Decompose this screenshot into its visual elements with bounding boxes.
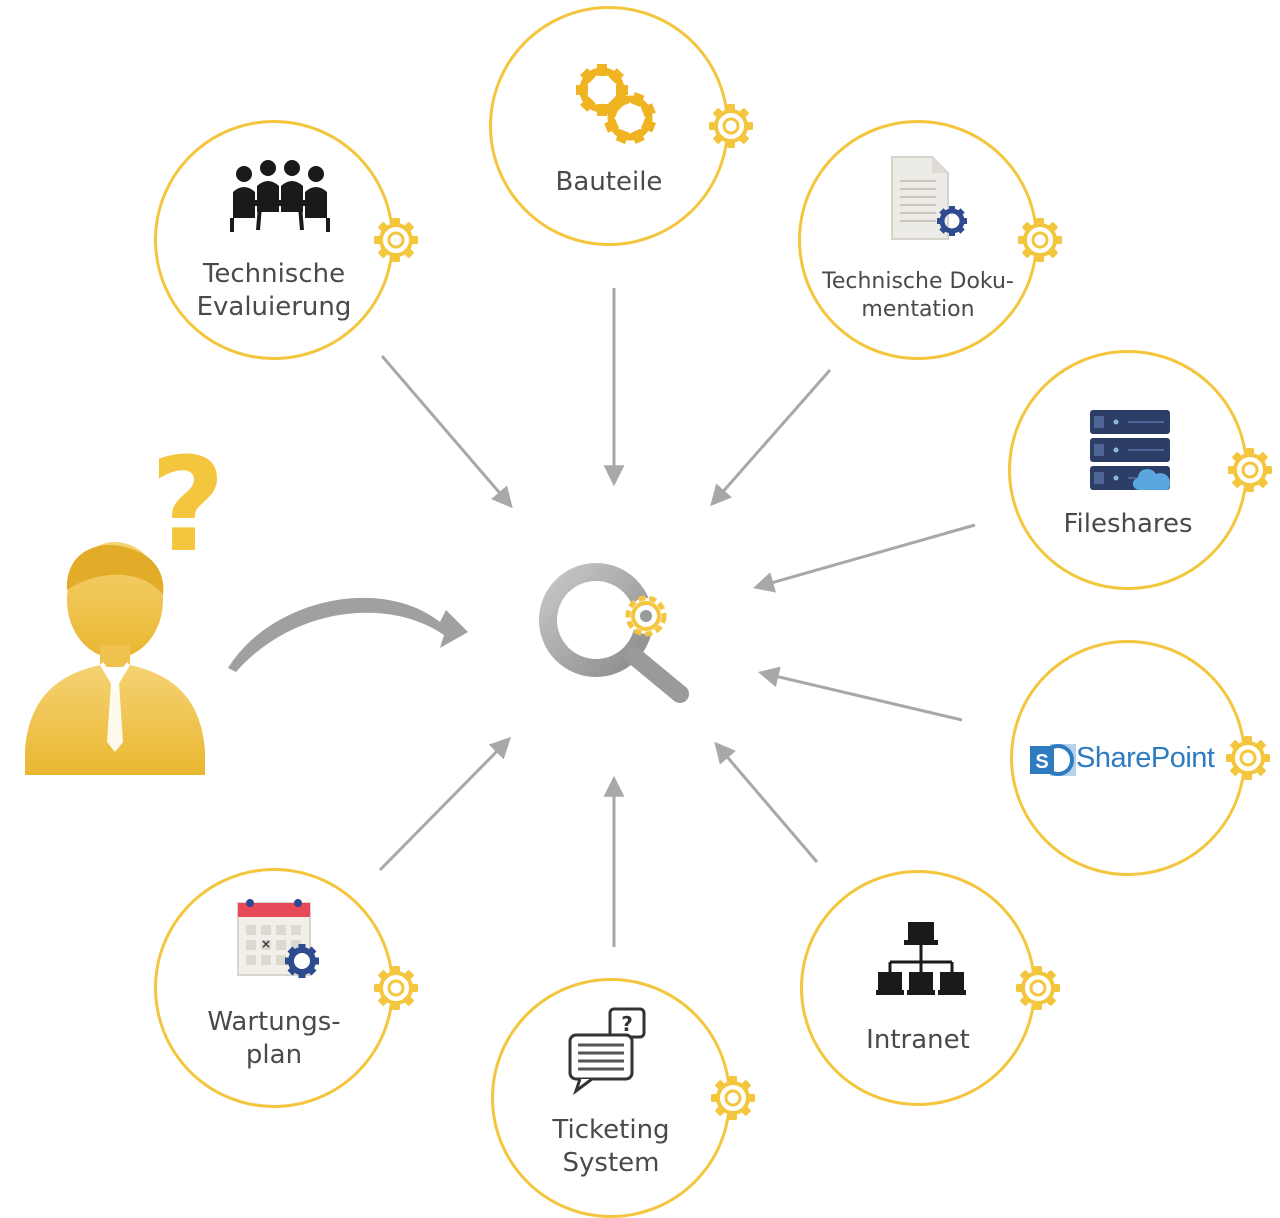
svg-text:S: S xyxy=(1035,751,1048,773)
source-node-technische-evaluierung xyxy=(154,120,394,360)
source-label: SharePoint xyxy=(1076,742,1215,774)
user-arrow xyxy=(228,597,468,672)
gear-icon xyxy=(374,966,418,1010)
source-label: Fileshares xyxy=(1063,509,1193,539)
arrow-intranet xyxy=(714,741,819,863)
gear-icon xyxy=(711,1076,755,1120)
arrow-technische-dokumentation xyxy=(710,369,832,507)
gear-icon xyxy=(1228,448,1272,492)
source-node-sharepoint xyxy=(1010,640,1246,876)
arrow-wartungsplan xyxy=(378,737,511,872)
source-label: Intranet xyxy=(866,1025,970,1055)
gear-icon xyxy=(1018,218,1062,262)
magnifier-gear-icon xyxy=(539,563,689,703)
gear-icon xyxy=(709,104,753,148)
source-label: Technische Evaluierung xyxy=(196,259,352,322)
source-label: Bauteile xyxy=(555,167,663,197)
source-label: Wartungs- plan xyxy=(207,1007,341,1070)
document-gear-icon xyxy=(888,155,978,249)
gears-icon xyxy=(572,60,662,154)
source-label: Technische Doku- mentation xyxy=(822,269,1014,322)
svg-text:×: × xyxy=(261,937,271,951)
source-label: Ticketing System xyxy=(552,1115,670,1178)
chat-ticket-icon: ? xyxy=(566,1005,656,1099)
arrow-sharepoint xyxy=(757,666,963,722)
meeting-people-icon xyxy=(230,156,330,240)
questioning-person-icon xyxy=(25,542,205,775)
server-cloud-icon xyxy=(1088,406,1178,500)
gear-icon xyxy=(1226,736,1270,780)
gear-icon xyxy=(374,218,418,262)
question-mark: ? xyxy=(150,429,226,581)
network-icon xyxy=(876,920,966,1014)
sharepoint-logo-icon: S xyxy=(1028,740,1078,784)
gear-icon xyxy=(1016,966,1060,1010)
svg-text:?: ? xyxy=(621,1012,633,1036)
arrow-fileshares xyxy=(752,523,976,593)
calendar-gear-icon: × xyxy=(236,895,326,989)
arrow-technische-evaluierung xyxy=(380,355,513,509)
